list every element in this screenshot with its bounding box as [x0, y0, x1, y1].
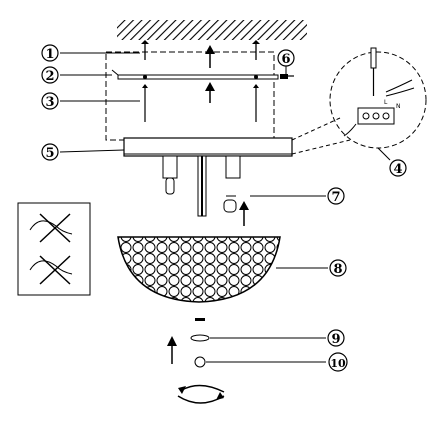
handling-warning-panel — [17, 202, 91, 296]
svg-text:3: 3 — [45, 95, 54, 110]
ceiling-hatch — [117, 20, 307, 40]
up-arrow-lower — [167, 336, 177, 364]
callout-6: 6 — [277, 49, 295, 67]
bulb — [223, 195, 237, 213]
svg-text:4: 4 — [393, 162, 402, 177]
side-screw — [280, 74, 294, 79]
callout-7: 7 — [327, 187, 345, 205]
ceiling-screw-right — [252, 40, 260, 60]
mounting-bracket — [111, 69, 279, 80]
lamp-base — [123, 137, 293, 157]
washer — [195, 318, 205, 321]
lamp-socket-right — [225, 155, 241, 179]
callout-10: 10 — [328, 352, 348, 372]
svg-text:9: 9 — [331, 332, 340, 347]
no-touch-hand-icon-2 — [29, 255, 73, 285]
decorative-ring — [190, 334, 210, 342]
finial-knob — [194, 356, 206, 368]
up-arrow-middle — [205, 82, 215, 103]
wiring-detail: L N — [291, 47, 427, 155]
callout-3: 3 — [41, 92, 59, 110]
lamp-socket-left — [162, 155, 178, 195]
callout-2: 2 — [41, 66, 59, 84]
wall-plug-right — [253, 84, 259, 122]
up-arrow-top — [205, 45, 215, 68]
wiring-mark-l: L — [384, 99, 388, 106]
rotate-arrow-icon — [177, 384, 225, 404]
svg-text:6: 6 — [281, 52, 290, 67]
no-touch-hand-icon-1 — [29, 213, 73, 243]
callout-8: 8 — [329, 259, 347, 277]
callout-9: 9 — [327, 329, 345, 347]
svg-text:10: 10 — [330, 357, 346, 370]
svg-text:5: 5 — [45, 146, 54, 161]
terminal-block — [357, 107, 395, 125]
mounting-guide — [105, 51, 275, 141]
svg-text:7: 7 — [331, 190, 340, 205]
screwdriver-icon — [370, 47, 377, 69]
callout-5: 5 — [41, 143, 59, 161]
svg-text:2: 2 — [45, 69, 54, 84]
glass-shade — [117, 236, 281, 303]
callout-4: 4 — [389, 159, 407, 177]
wiring-mark-n: N — [396, 103, 401, 110]
ceiling-screw-left — [141, 40, 149, 60]
wall-plug-left — [142, 84, 148, 122]
svg-text:8: 8 — [333, 262, 342, 277]
up-arrow-bulb — [239, 201, 249, 226]
callout-1: 1 — [41, 44, 59, 62]
center-rod — [197, 155, 207, 217]
svg-text:1: 1 — [45, 47, 54, 62]
